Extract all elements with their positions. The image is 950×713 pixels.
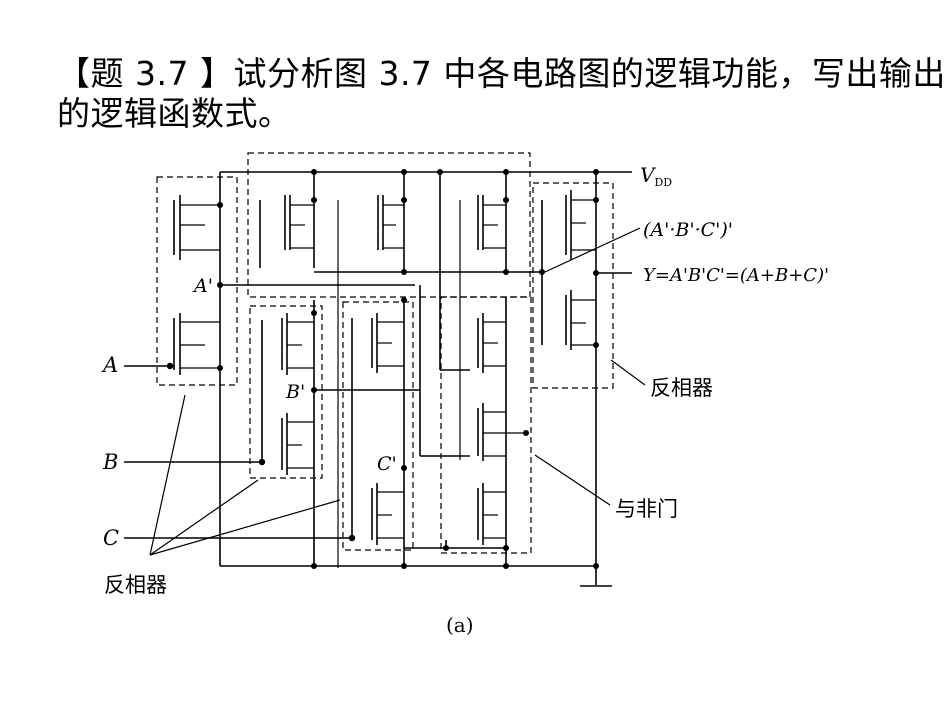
- slide-title: 【题 3.7 】试分析图 3.7 中各电路图的逻辑功能，写出输出 的逻辑函数式。: [57, 54, 946, 134]
- node-b-prime-label: B': [285, 381, 305, 403]
- y-output-label: Y=A'B'C'=(A+B+C)': [643, 265, 829, 286]
- inverter-b: [124, 300, 420, 566]
- vdd-label: VDD: [640, 163, 672, 189]
- inverter-c-box: [342, 301, 414, 551]
- inverter-a-box: [156, 176, 238, 386]
- ground-rail: [220, 565, 612, 587]
- node-c-prime-label: C': [377, 453, 397, 475]
- input-a-label: A: [101, 353, 118, 377]
- inverter-c: [124, 297, 407, 566]
- nand-output-label: (A'·B'·C')': [643, 219, 733, 241]
- figure-caption: (a): [446, 613, 474, 637]
- nmos-stack: [311, 285, 529, 569]
- top-pmos-box: [247, 152, 531, 298]
- pmos-network: [259, 169, 599, 568]
- inverter-a: [124, 172, 415, 566]
- input-c-label: C: [103, 526, 119, 550]
- node-a-prime-label: A': [192, 275, 213, 297]
- input-b-label: B: [102, 450, 118, 474]
- inverter-out-box: [532, 182, 614, 389]
- annotation-arrows: [149, 227, 646, 556]
- nand-nmos-box: [440, 296, 532, 554]
- inverters-left-label: 反相器: [104, 573, 167, 597]
- inverter-b-box: [249, 305, 323, 479]
- nand-gate-label: 与非门: [615, 497, 678, 521]
- title-line-1: 【题 3.7 】试分析图 3.7 中各电路图的逻辑功能，写出输出: [57, 54, 946, 93]
- inverter-right-label: 反相器: [650, 376, 713, 400]
- title-line-2: 的逻辑函数式。: [57, 94, 292, 133]
